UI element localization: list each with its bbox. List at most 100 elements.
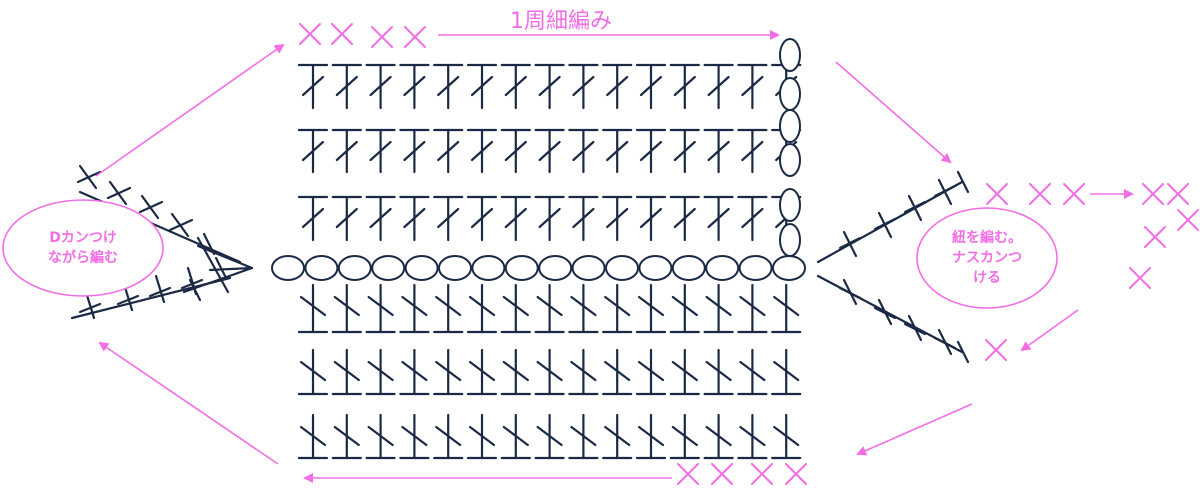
- double-crochet-stitch: [331, 413, 362, 460]
- single-crochet-mark: [1177, 209, 1199, 231]
- double-crochet-stitch: [148, 274, 172, 304]
- double-crochet-stitch: [433, 128, 464, 174]
- double-crochet-stitch: [297, 195, 329, 242]
- double-crochet-stitch: [433, 63, 464, 110]
- double-crochet-stitch: [669, 128, 700, 174]
- double-crochet-stitch: [703, 283, 734, 334]
- chain-stitch: [471, 255, 506, 281]
- single-crochet-mark: [985, 339, 1007, 361]
- chain-stitch: [337, 255, 372, 281]
- double-crochet-stitch: [568, 413, 599, 460]
- double-crochet-stitch: [838, 230, 862, 258]
- double-crochet-stitch: [365, 413, 396, 460]
- right-end-stitch-fan: [816, 170, 970, 364]
- right-fan-upper: [816, 170, 970, 264]
- double-crochet-stitch: [500, 348, 531, 396]
- double-crochet-stitch: [873, 298, 897, 326]
- double-crochet-stitch: [466, 63, 498, 110]
- single-crochet-mark: [677, 463, 699, 485]
- single-crochet-marks: [299, 23, 1199, 485]
- double-crochet-stitch: [365, 63, 396, 110]
- double-crochet-stitch: [635, 128, 667, 174]
- arrow-right-down: [1020, 309, 1079, 352]
- single-crochet-mark: [1029, 183, 1051, 205]
- double-crochet-stitch: [933, 178, 957, 206]
- arrow-top-left: [95, 43, 285, 177]
- double-crochet-stitch: [399, 195, 430, 242]
- double-crochet-stitch: [534, 195, 565, 242]
- double-crochet-stitch: [838, 278, 862, 306]
- double-crochet-stitch: [331, 63, 362, 110]
- double-crochet-stitch: [365, 348, 396, 396]
- double-crochet-stitch: [399, 348, 430, 396]
- turning-chain: [779, 77, 801, 111]
- double-crochet-stitch: [466, 195, 498, 242]
- turning-chains: [779, 38, 801, 257]
- turning-chain: [779, 109, 801, 143]
- double-crochet-stitch: [297, 283, 329, 334]
- right-bubble-line3: ける: [973, 270, 1001, 286]
- single-crochet-mark: [785, 463, 807, 485]
- double-crochet-stitch: [568, 195, 599, 242]
- foundation-chain-row: [271, 255, 806, 281]
- double-crochet-stitch: [771, 413, 802, 460]
- left-bubble-outline: [2, 199, 164, 297]
- single-crochet-mark: [371, 26, 393, 48]
- double-crochet-stitch: [399, 413, 430, 460]
- double-crochet-stitch: [703, 195, 734, 242]
- turning-chain: [779, 38, 801, 72]
- double-crochet-stitch: [297, 413, 329, 460]
- double-crochet-stitch: [534, 348, 565, 396]
- double-crochet-stitch: [500, 195, 531, 242]
- chain-stitch: [738, 255, 773, 281]
- upper-row-2: [297, 128, 802, 174]
- chain-stitch: [571, 255, 606, 281]
- chain-stitch: [605, 255, 639, 281]
- double-crochet-stitch: [903, 194, 927, 222]
- double-crochet-stitch: [669, 348, 700, 396]
- double-crochet-stitch: [297, 63, 329, 110]
- double-crochet-stitch: [331, 128, 362, 174]
- turning-chain: [779, 143, 801, 177]
- chain-stitch: [772, 255, 806, 281]
- lower-row-1: [297, 283, 802, 334]
- double-crochet-stitch: [365, 283, 396, 334]
- right-note-bubble: 紐を編む。 ナスカンつ ける: [916, 207, 1058, 309]
- single-crochet-mark: [1129, 267, 1151, 289]
- chain-stitch: [705, 255, 740, 281]
- single-crochet-mark: [711, 463, 733, 485]
- double-crochet-stitch: [771, 348, 802, 396]
- double-crochet-stitch: [297, 348, 329, 396]
- upper-double-crochet-rows: [297, 63, 802, 242]
- single-crochet-mark: [986, 183, 1008, 205]
- turning-chain: [779, 188, 801, 222]
- double-crochet-stitch: [737, 128, 768, 174]
- double-crochet-stitch: [602, 63, 633, 110]
- double-crochet-stitch: [737, 413, 768, 460]
- double-crochet-stitch: [635, 195, 667, 242]
- single-crochet-mark: [404, 26, 426, 48]
- double-crochet-stitch: [669, 195, 700, 242]
- double-crochet-stitch: [602, 348, 633, 396]
- direction-arrows: [95, 30, 1134, 483]
- double-crochet-stitch: [873, 211, 897, 239]
- double-crochet-stitch: [433, 413, 464, 460]
- chain-stitch: [671, 255, 706, 281]
- top-round-label: 1周細編み: [510, 9, 612, 34]
- right-bubble-line2: ナスカンつ: [952, 250, 1022, 266]
- chain-stitch: [371, 255, 406, 281]
- chain-stitch: [271, 255, 305, 281]
- double-crochet-stitch: [703, 348, 734, 396]
- double-crochet-stitch: [466, 283, 498, 334]
- double-crochet-stitch: [399, 283, 430, 334]
- double-crochet-stitch: [331, 195, 362, 242]
- double-crochet-stitch: [534, 283, 565, 334]
- double-crochet-stitch: [737, 348, 768, 396]
- chain-stitch: [438, 255, 472, 281]
- double-crochet-stitch: [208, 256, 254, 280]
- lower-row-3: [297, 413, 802, 460]
- single-crochet-mark: [1144, 226, 1166, 248]
- double-crochet-stitch: [602, 283, 633, 334]
- double-crochet-stitch: [903, 314, 927, 342]
